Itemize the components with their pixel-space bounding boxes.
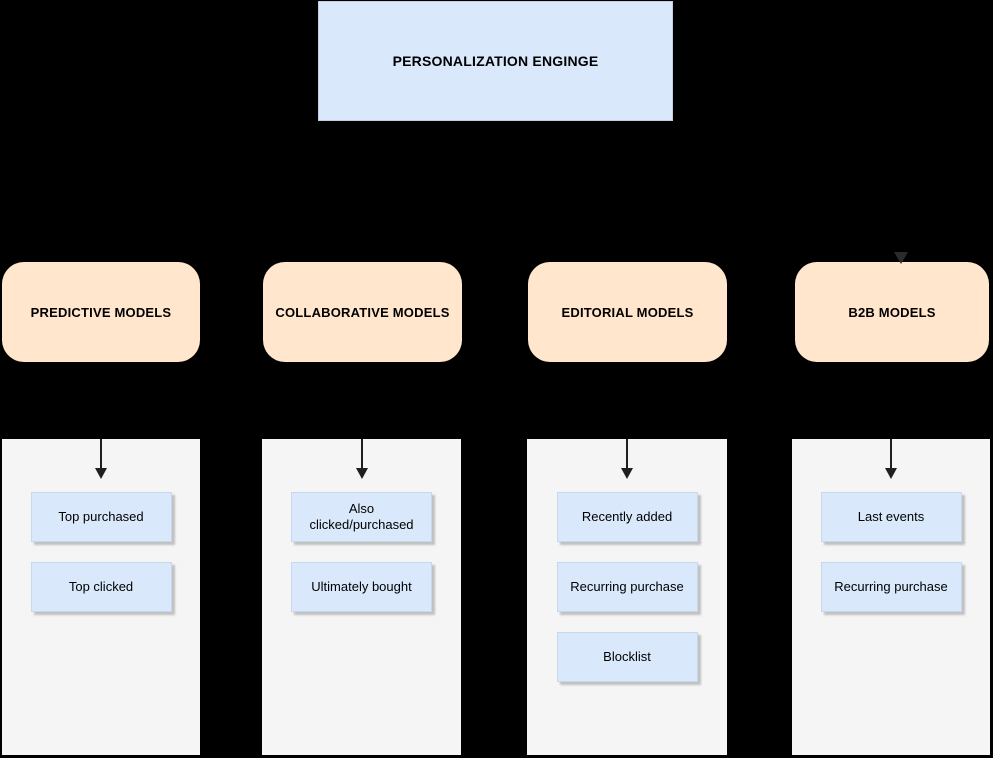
node-last-events-label: Last events [857,508,925,524]
arrow-down-icon [95,468,107,479]
node-ultimately-bought-label: Ultimately bought [311,578,412,594]
node-personalization-engine-label: PERSONALIZATION ENGINGE [392,53,599,69]
node-ultimately-bought: Ultimately bought [291,562,432,612]
node-predictive-models-label: PREDICTIVE MODELS [30,304,172,320]
node-recently-added-label: Recently added [581,508,673,524]
node-collaborative-models-label: COLLABORATIVE MODELS [275,304,450,320]
node-b2b-models: B2B MODELS [795,262,989,362]
node-editorial-models-label: EDITORIAL MODELS [561,304,694,320]
arrow-down-icon [355,468,368,479]
arrow-down-icon [621,468,633,479]
node-top-purchased-label: Top purchased [58,508,144,524]
node-blocklist-label: Blocklist [603,648,651,664]
node-predictive-models: PREDICTIVE MODELS [2,262,200,362]
node-recently-added: Recently added [556,492,698,542]
node-last-events: Last events [820,492,962,542]
node-recurring-purchase-label: Recurring purchase [834,578,948,594]
connector-arrow-line [626,439,628,469]
node-collaborative-models: COLLABORATIVE MODELS [263,262,462,362]
arrowhead-remnant-icon [894,252,908,264]
node-also-clicked-purchased: Also clicked/purchased [291,492,432,542]
arrow-down-icon [885,468,897,479]
node-b2b-models-label: B2B MODELS [848,304,936,320]
connector-arrow-line [890,439,892,469]
node-also-clicked-purchased-label: Also clicked/purchased [309,500,414,532]
connector-arrow-line [100,439,102,469]
node-recurring-purchase: Recurring purchase [556,562,698,612]
node-blocklist: Blocklist [556,632,698,682]
node-top-purchased: Top purchased [30,492,172,542]
node-recurring-purchase-label: Recurring purchase [570,578,684,594]
node-editorial-models: EDITORIAL MODELS [528,262,727,362]
node-top-clicked-label: Top clicked [68,578,134,594]
node-recurring-purchase: Recurring purchase [820,562,962,612]
node-top-clicked: Top clicked [30,562,172,612]
connector-arrow-line [360,439,363,469]
node-personalization-engine: PERSONALIZATION ENGINGE [318,1,673,121]
